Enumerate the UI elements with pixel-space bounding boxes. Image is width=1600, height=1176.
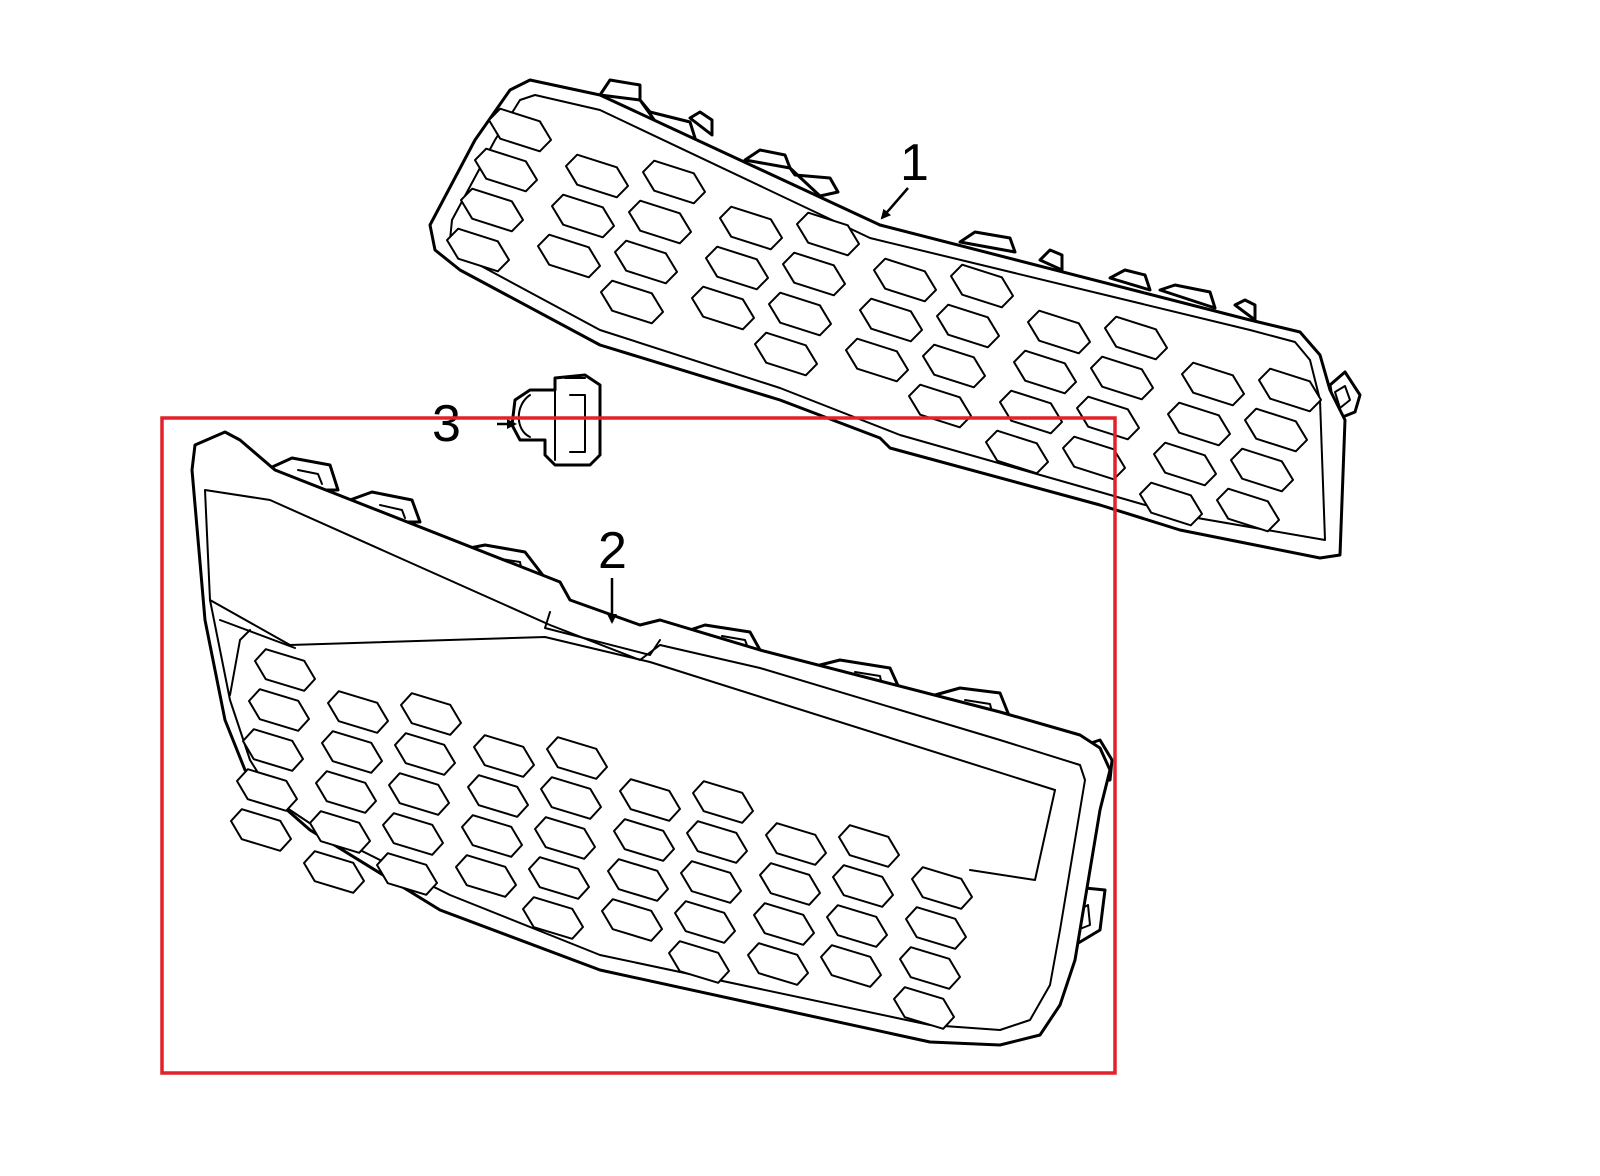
highlight-box	[160, 416, 1117, 1075]
mesh-cell	[455, 854, 517, 898]
mesh-cell	[705, 245, 769, 291]
mesh-cell	[820, 944, 882, 988]
mesh-cell	[619, 778, 681, 822]
mesh-cell	[782, 251, 846, 297]
mesh-cell	[522, 896, 584, 940]
callout-3-label: 3	[432, 395, 461, 453]
mesh-cell	[985, 429, 1049, 475]
mesh-cell	[546, 736, 608, 780]
mesh-cell	[1244, 407, 1308, 453]
callout-3: 3	[432, 395, 517, 453]
mesh-cell	[303, 850, 365, 894]
mesh-cell	[1153, 441, 1217, 487]
lower-grille-mesh	[230, 648, 973, 1030]
mesh-cell	[899, 946, 961, 990]
mesh-cell	[613, 818, 675, 862]
mesh-cell	[467, 774, 529, 818]
mesh-cell	[242, 728, 304, 772]
callout-2: 2	[598, 522, 627, 624]
mesh-cell	[1090, 355, 1154, 401]
mesh-cell	[692, 780, 754, 824]
mesh-cell	[796, 211, 860, 257]
mesh-cell	[400, 692, 462, 736]
mesh-cell	[614, 239, 678, 285]
mesh-cell	[642, 159, 706, 205]
callout-1: 1	[880, 134, 929, 220]
mesh-cell	[1139, 481, 1203, 527]
mesh-cell	[759, 862, 821, 906]
mesh-cell	[460, 187, 524, 233]
mesh-cell	[534, 816, 596, 860]
mesh-cell	[838, 824, 900, 868]
mesh-cell	[686, 820, 748, 864]
mesh-cell	[1216, 487, 1280, 533]
mesh-cell	[668, 940, 730, 984]
clip-part-3[interactable]	[510, 373, 602, 467]
callout-1-label: 1	[900, 134, 929, 192]
mesh-cell	[1104, 315, 1168, 361]
mesh-cell	[315, 770, 377, 814]
mesh-cell	[565, 153, 629, 199]
mesh-cell	[600, 279, 664, 325]
mesh-cell	[1181, 361, 1245, 407]
mesh-cell	[765, 822, 827, 866]
mesh-cell	[753, 902, 815, 946]
mesh-cell	[826, 904, 888, 948]
mesh-cell	[873, 257, 937, 303]
mesh-cell	[1167, 401, 1231, 447]
mesh-cell	[488, 107, 552, 153]
mesh-cell	[893, 986, 955, 1030]
mesh-cell	[446, 227, 510, 273]
mesh-cell	[528, 856, 590, 900]
callout-1-arrow	[880, 187, 909, 220]
mesh-cell	[254, 648, 316, 692]
mesh-cell	[230, 808, 292, 852]
mesh-cell	[394, 732, 456, 776]
mesh-cell	[832, 864, 894, 908]
mesh-cell	[248, 688, 310, 732]
callout-2-label: 2	[598, 522, 627, 580]
mesh-cell	[1027, 309, 1091, 355]
upper-grille-mesh	[446, 107, 1322, 533]
mesh-cell	[628, 199, 692, 245]
mesh-cell	[1062, 435, 1126, 481]
mesh-cell	[327, 690, 389, 734]
mesh-cell	[691, 285, 755, 331]
mesh-cell	[376, 852, 438, 896]
mesh-cell	[911, 866, 973, 910]
mesh-cell	[540, 776, 602, 820]
mesh-cell	[551, 193, 615, 239]
mesh-cell	[719, 205, 783, 251]
mesh-cell	[674, 900, 736, 944]
mesh-cell	[236, 768, 298, 812]
mesh-cell	[936, 303, 1000, 349]
mesh-cell	[905, 906, 967, 950]
mesh-cell	[382, 812, 444, 856]
mesh-cell	[474, 147, 538, 193]
mesh-cell	[999, 389, 1063, 435]
mesh-cell	[680, 860, 742, 904]
mesh-cell	[473, 734, 535, 778]
mesh-cell	[845, 337, 909, 383]
mesh-cell	[309, 810, 371, 854]
mesh-cell	[747, 942, 809, 986]
mesh-cell	[922, 343, 986, 389]
mesh-cell	[1258, 367, 1322, 413]
mesh-cell	[321, 730, 383, 774]
mesh-cell	[537, 233, 601, 279]
mesh-cell	[607, 858, 669, 902]
mesh-cell	[461, 814, 523, 858]
mesh-cell	[601, 898, 663, 942]
mesh-cell	[1230, 447, 1294, 493]
mesh-cell	[754, 331, 818, 377]
mesh-cell	[768, 291, 832, 337]
mesh-cell	[388, 772, 450, 816]
mesh-cell	[859, 297, 923, 343]
mesh-cell	[1013, 349, 1077, 395]
mesh-cell	[950, 263, 1014, 309]
